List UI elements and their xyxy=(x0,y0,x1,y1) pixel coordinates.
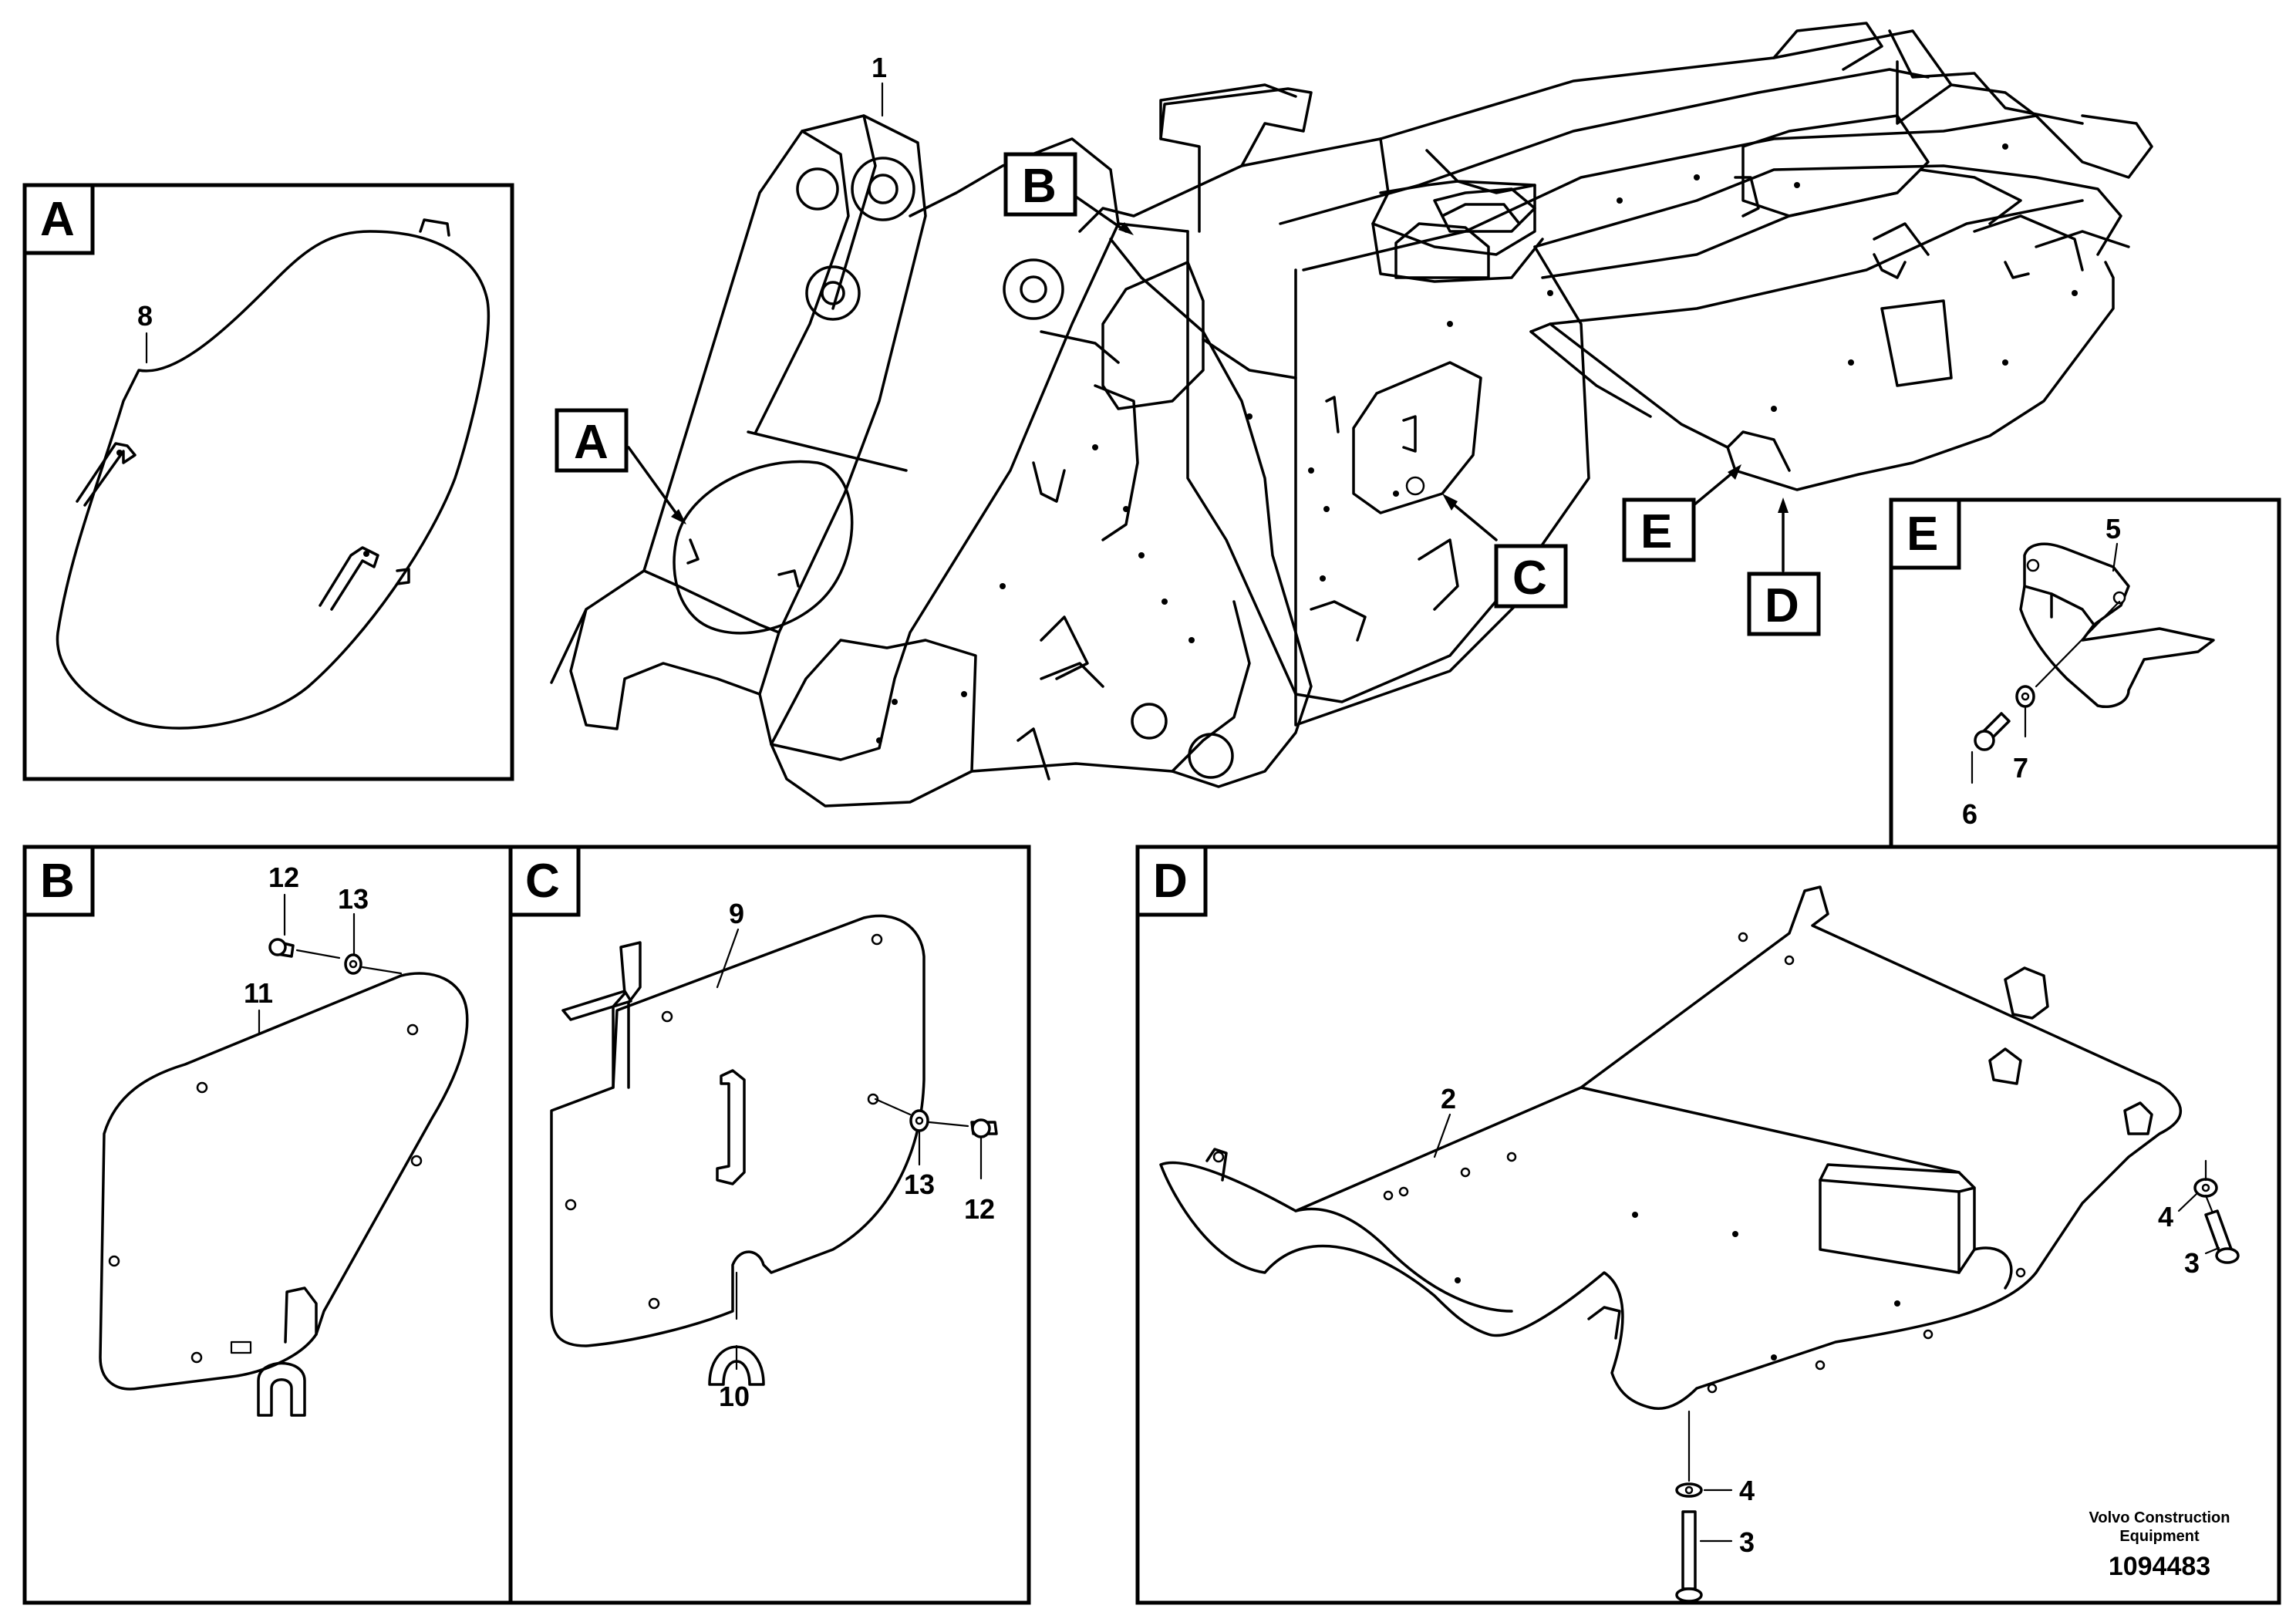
callout-11: 11 xyxy=(244,977,273,1009)
svg-text:B: B xyxy=(1022,160,1057,213)
main-tag-b: B xyxy=(1003,152,1134,235)
callout-2: 2 xyxy=(1441,1083,1456,1114)
view-c-panel: C 9 10 13 12 xyxy=(508,845,1031,1605)
view-d-label: D xyxy=(1153,855,1188,908)
view-b-label: B xyxy=(40,855,75,908)
credit-company-line2: Equipment xyxy=(2119,1528,2200,1545)
view-a-panel: A 8 xyxy=(22,183,514,781)
svg-text:A: A xyxy=(574,416,609,469)
bracket-5 xyxy=(2019,542,2215,708)
svg-text:D: D xyxy=(1765,579,1799,632)
callout-8: 8 xyxy=(137,300,153,332)
credit-company-line1: Volvo Construction xyxy=(2089,1509,2230,1526)
callout-12-b: 12 xyxy=(268,862,299,893)
plate-11 xyxy=(99,972,469,1391)
view-c-label: C xyxy=(525,855,560,908)
callout-13-b: 13 xyxy=(338,883,369,915)
view-e-panel: E 5 7 6 xyxy=(1889,497,2281,849)
callout-1: 1 xyxy=(872,52,887,83)
svg-text:E: E xyxy=(1640,505,1672,558)
main-tag-c: C xyxy=(1442,494,1568,609)
view-e-label: E xyxy=(1907,508,1938,561)
callout-12-c: 12 xyxy=(964,1193,995,1225)
main-frame-assembly: 1 A B C E D xyxy=(550,22,2153,808)
callout-5: 5 xyxy=(2106,513,2121,545)
main-tag-d: D xyxy=(1747,497,1821,636)
callout-9: 9 xyxy=(729,898,744,929)
plate-9 xyxy=(550,914,925,1347)
callout-4-bottom: 4 xyxy=(1739,1475,1755,1506)
callout-3-right: 3 xyxy=(2184,1247,2200,1279)
callout-13-c: 13 xyxy=(904,1168,935,1200)
doc-number: 1094483 xyxy=(2109,1552,2210,1581)
view-b-panel: B 11 12 13 xyxy=(22,845,513,1605)
view-a-label: A xyxy=(40,193,75,246)
callout-6: 6 xyxy=(1962,798,1977,830)
main-tag-a: A xyxy=(555,408,686,524)
main-tag-e: E xyxy=(1622,464,1741,562)
callout-3-bottom: 3 xyxy=(1739,1526,1755,1558)
view-d-panel: D xyxy=(1135,845,2281,1605)
callout-10: 10 xyxy=(719,1381,750,1412)
hood-2 xyxy=(1159,885,2182,1410)
callout-7: 7 xyxy=(2013,752,2028,784)
callout-4-right: 4 xyxy=(2158,1201,2173,1233)
svg-text:C: C xyxy=(1512,551,1547,605)
cover-8 xyxy=(56,230,491,730)
